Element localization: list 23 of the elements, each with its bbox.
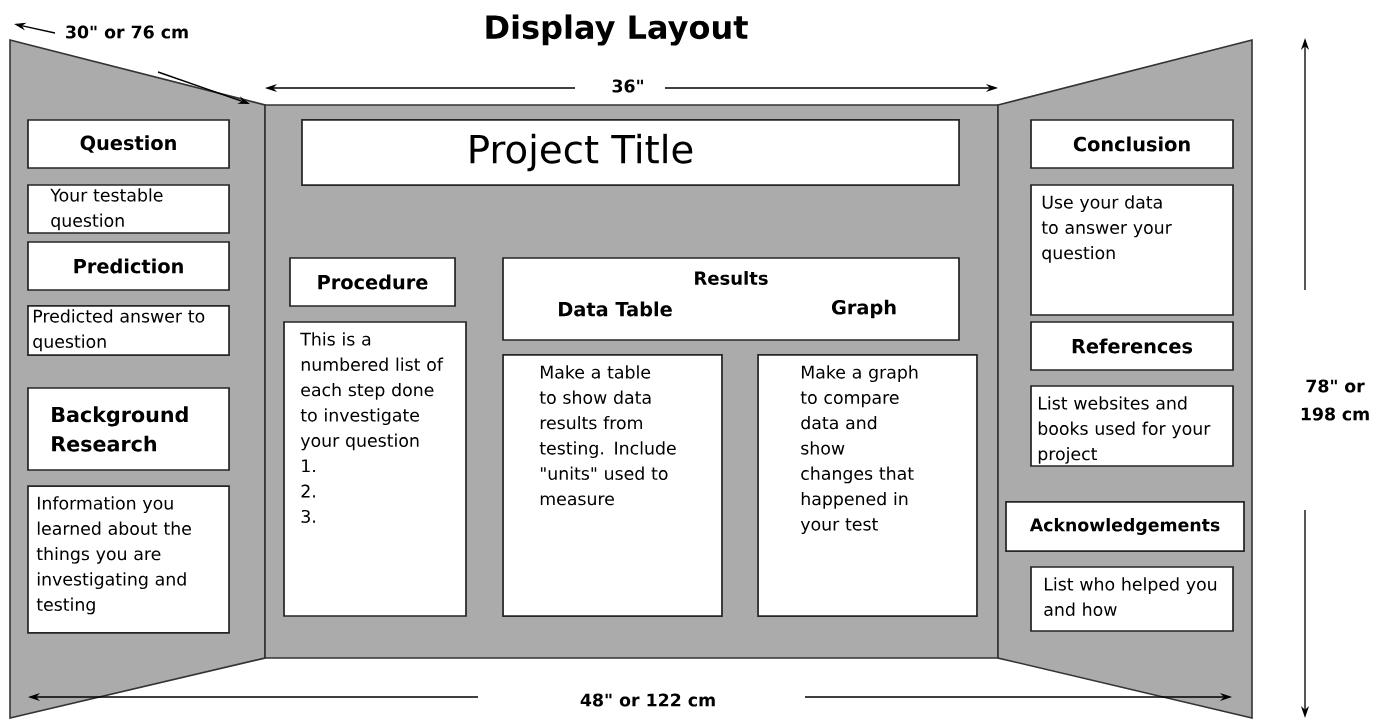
text-box: Make a table to show data results from testing. Include "units" used to measure xyxy=(502,354,723,617)
heading-box: Acknowledgements xyxy=(1005,501,1245,552)
heading-box: Question xyxy=(27,119,230,169)
dimension-label: 78" or 198 cm xyxy=(1301,379,1369,421)
heading-box: Prediction xyxy=(27,241,230,291)
title-box: Project Title xyxy=(301,119,960,186)
text-box: Make a graph to compare data and show changes that happened in your test xyxy=(757,354,978,617)
text-box: Information you learned about the things you are investigating and testing xyxy=(27,485,230,634)
results-heading-box: Results Data Table Graph xyxy=(502,257,960,341)
dimension-label: 30" or 76 cm xyxy=(66,25,188,39)
text-box: Predicted answer to question xyxy=(27,305,230,356)
text-box: Your testable question xyxy=(27,184,230,234)
heading-box: Conclusion xyxy=(1030,119,1234,169)
text-box: List websites and books used for your project xyxy=(1030,385,1234,467)
text-box: Use your data to answer your question xyxy=(1030,184,1234,316)
text-box: List who helped you and how xyxy=(1030,566,1234,632)
text-box: This is a numbered list of each step done to investigate your question 1. 2. 3. xyxy=(283,321,467,617)
dimension-label: 48" or 122 cm xyxy=(580,693,715,707)
title: Display Layout xyxy=(486,14,748,46)
dimension-label: 36" xyxy=(612,79,643,93)
heading-box: Procedure xyxy=(289,257,456,307)
heading-box: References xyxy=(1030,321,1234,371)
heading-box: Background Research xyxy=(27,387,230,471)
